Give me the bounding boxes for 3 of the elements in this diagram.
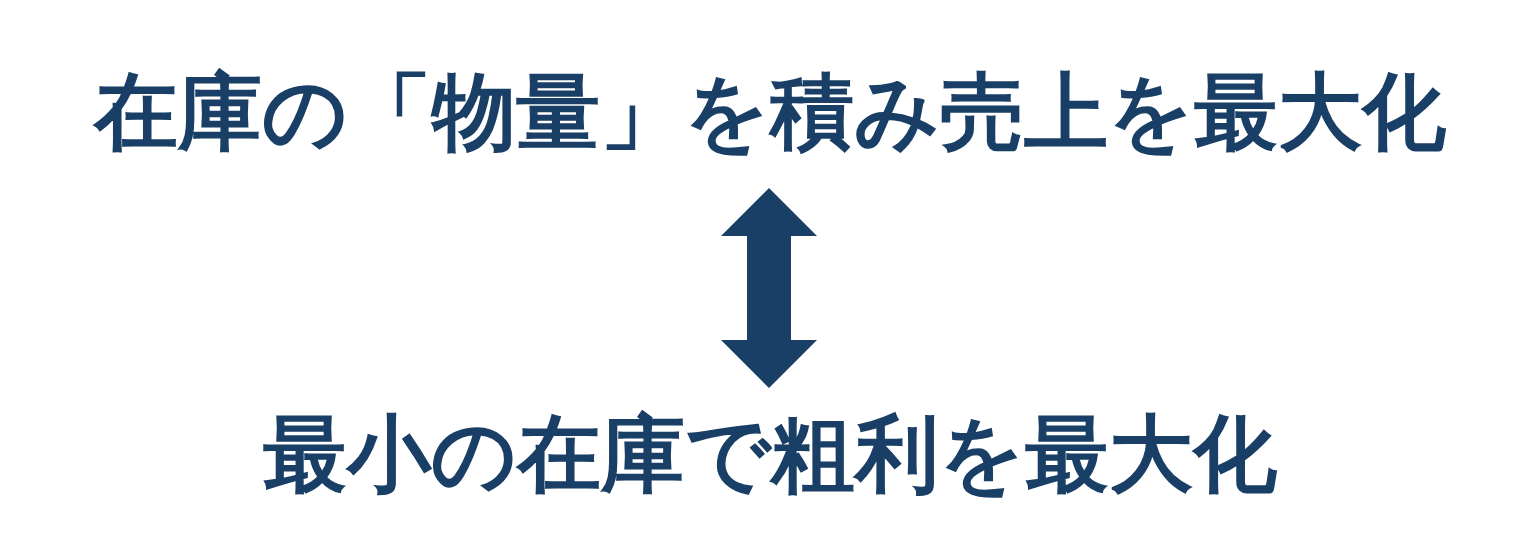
double-arrow: [721, 188, 817, 388]
heading-text: 在庫の「物量」を積み売上を最大化: [0, 62, 1540, 188]
subheading-text: 最小の在庫で粗利を最大化: [0, 388, 1540, 504]
